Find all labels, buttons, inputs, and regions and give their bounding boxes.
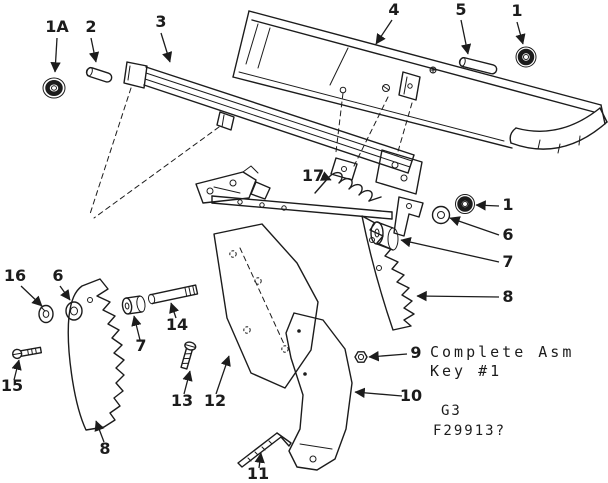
push-nut-1a bbox=[42, 77, 66, 99]
callout-14: 14 bbox=[166, 315, 188, 334]
callout-6-right: 6 bbox=[502, 225, 513, 244]
stud-14 bbox=[147, 284, 199, 305]
callout-1a: 1A bbox=[45, 17, 69, 36]
support-rail-part bbox=[123, 61, 423, 195]
pin-5 bbox=[458, 56, 498, 75]
kickback-pawl-left bbox=[67, 278, 125, 431]
screw-15 bbox=[11, 346, 43, 360]
callout-labels: 1A 2 3 4 5 1 17 1 6 7 8 16 6 7 14 15 13 … bbox=[1, 0, 523, 483]
spring-mount-bracket bbox=[330, 157, 358, 181]
callout-12: 12 bbox=[204, 391, 226, 410]
roller-spacer-7-right bbox=[370, 221, 399, 251]
lock-washer-16 bbox=[38, 304, 54, 324]
washer-6-left bbox=[65, 301, 83, 321]
alignment-dashed-lines bbox=[89, 87, 413, 219]
note-key: Key #1 bbox=[430, 362, 502, 380]
pin-2 bbox=[85, 66, 113, 83]
angle-bracket-right bbox=[393, 196, 424, 237]
callout-13: 13 bbox=[171, 391, 193, 410]
callout-10: 10 bbox=[400, 386, 422, 405]
callout-2: 2 bbox=[85, 17, 96, 36]
callout-8-left: 8 bbox=[99, 439, 110, 458]
callout-17: 17 bbox=[302, 166, 324, 185]
kickback-pawl-right bbox=[361, 215, 415, 331]
callout-7-right: 7 bbox=[502, 252, 513, 271]
callout-1-top: 1 bbox=[511, 1, 522, 20]
note-code-1: G3 bbox=[441, 403, 462, 419]
callout-3: 3 bbox=[155, 12, 166, 31]
callout-5: 5 bbox=[455, 0, 466, 19]
blade-guard-part bbox=[232, 10, 606, 149]
latch-plate-assembly bbox=[195, 165, 271, 204]
callout-9: 9 bbox=[410, 343, 421, 362]
guard-arm-10 bbox=[285, 312, 353, 471]
mounting-plate-12 bbox=[213, 223, 319, 389]
washer-1-top bbox=[515, 46, 537, 68]
washer-1-right bbox=[455, 194, 475, 214]
washer-6-right bbox=[431, 205, 451, 225]
callout-11: 11 bbox=[247, 464, 269, 483]
guard-bracket-and-screws bbox=[339, 66, 437, 101]
callout-16: 16 bbox=[4, 266, 26, 285]
figure-notes: Complete Asm Key #1 G3 F29913? bbox=[430, 343, 574, 439]
callout-1-right: 1 bbox=[502, 195, 513, 214]
note-complete-asm: Complete Asm bbox=[430, 343, 574, 361]
note-code-2: F29913? bbox=[433, 423, 506, 439]
guard-runner-foot bbox=[509, 107, 608, 154]
callout-leader-lines bbox=[11, 19, 526, 469]
nut-9 bbox=[354, 351, 368, 363]
callout-15: 15 bbox=[1, 376, 23, 395]
callout-7-left: 7 bbox=[135, 336, 146, 355]
callout-6-left: 6 bbox=[52, 266, 63, 285]
callout-4: 4 bbox=[388, 0, 399, 19]
hex-key-11 bbox=[237, 432, 292, 468]
callout-8-right: 8 bbox=[502, 287, 513, 306]
screw-13 bbox=[180, 341, 197, 370]
spacer-7-left bbox=[121, 295, 146, 315]
